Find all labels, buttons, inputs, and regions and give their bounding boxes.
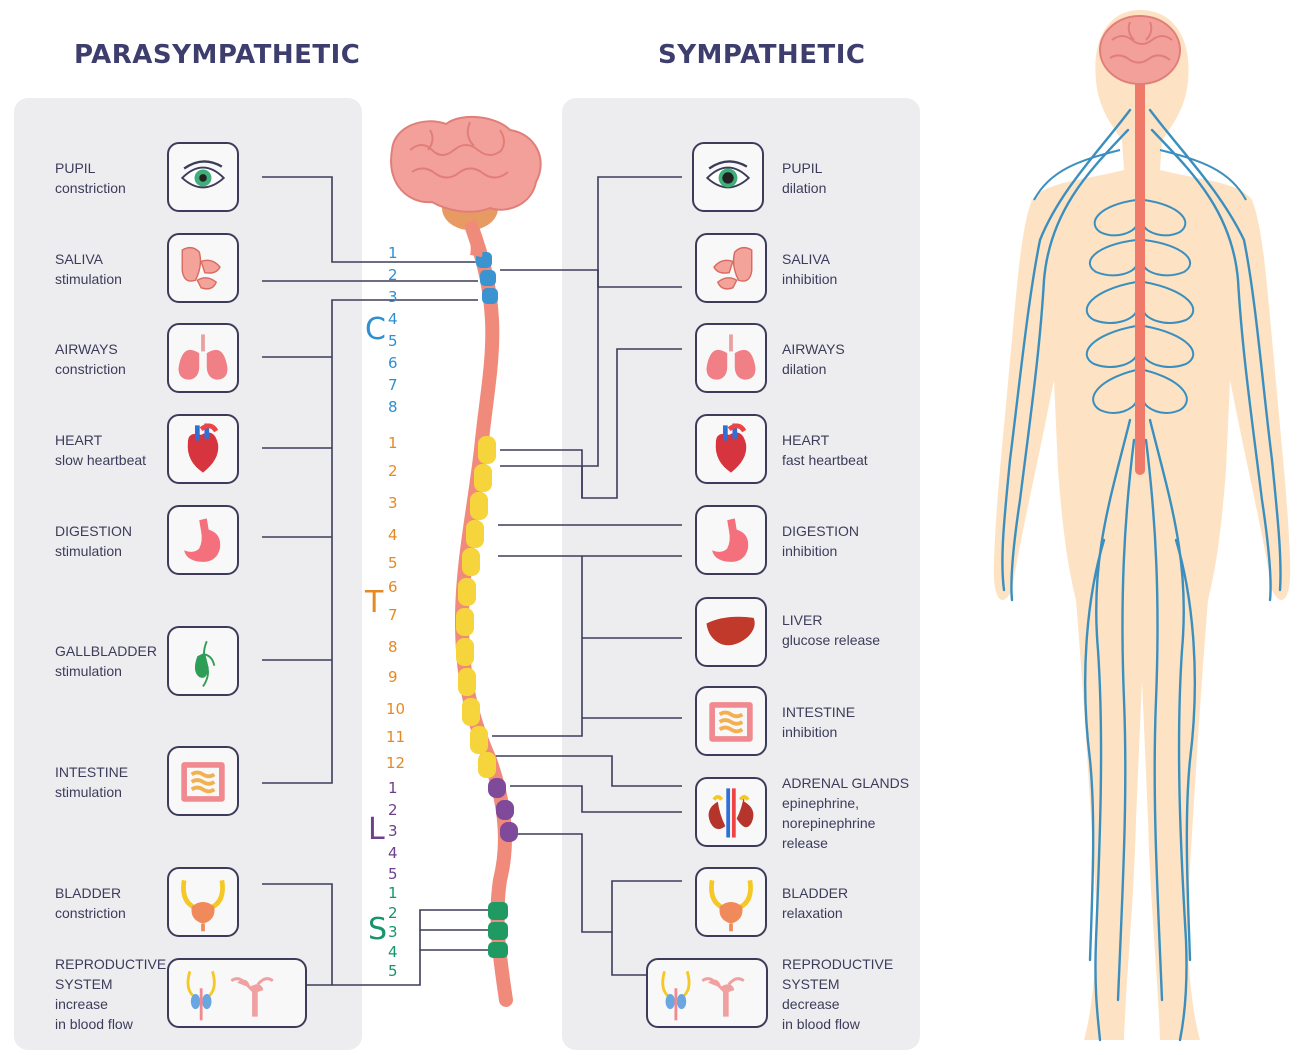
vertebra-t4: 4: [388, 526, 398, 544]
symp-salivary-gland-icon: [695, 233, 767, 303]
symp-liver-icon: [695, 597, 767, 667]
vertebra-s4: 4: [388, 943, 398, 961]
para-reproductive-icon: [167, 958, 307, 1028]
vertebra-t9: 9: [388, 668, 398, 686]
vertebra-c7: 7: [388, 376, 398, 394]
vertebra-l4: 4: [388, 844, 398, 862]
vertebra-t1: 1: [388, 434, 398, 452]
para-intestine-icon: [167, 746, 239, 816]
para-bladder-icon: [167, 867, 239, 937]
vertebra-t3: 3: [388, 494, 398, 512]
vertebra-l5: 5: [388, 865, 398, 883]
para-lungs-icon: [167, 323, 239, 393]
symp-bladder-icon: [695, 867, 767, 937]
vertebra-t8: 8: [388, 638, 398, 656]
vertebra-s5: 5: [388, 962, 398, 980]
brain-illustration: [391, 117, 541, 256]
symp-adrenal-glands-icon: [695, 777, 767, 847]
vertebra-c4: 4: [388, 310, 398, 328]
vertebra-c3: 3: [388, 288, 398, 306]
para-salivary-gland-icon: [167, 233, 239, 303]
vertebra-c6: 6: [388, 354, 398, 372]
region-letter-c: C: [365, 312, 386, 347]
region-letter-s: S: [368, 912, 387, 947]
para-heart-icon: [167, 414, 239, 484]
vertebra-t11: 11: [386, 728, 405, 746]
human-body-illustration: [994, 10, 1291, 1040]
vertebra-t10: 10: [386, 700, 405, 718]
para-stomach-icon: [167, 505, 239, 575]
vertebra-l2: 2: [388, 801, 398, 819]
vertebra-t5: 5: [388, 554, 398, 572]
vertebra-c1: 1: [388, 244, 398, 262]
vertebra-t12: 12: [386, 754, 405, 772]
vertebra-s2: 2: [388, 904, 398, 922]
region-letter-t: T: [365, 585, 383, 620]
vertebra-t7: 7: [388, 606, 398, 624]
symp-lungs-icon: [695, 323, 767, 393]
vertebra-c2: 2: [388, 266, 398, 284]
sympathetic-connectors: [492, 177, 682, 975]
vertebra-c8: 8: [388, 398, 398, 416]
vertebra-l3: 3: [388, 822, 398, 840]
vertebra-c5: 5: [388, 332, 398, 350]
spinal-cord: [456, 222, 518, 1000]
vertebra-s3: 3: [388, 923, 398, 941]
symp-intestine-icon: [695, 686, 767, 756]
vertebra-l1: 1: [388, 779, 398, 797]
vertebra-t2: 2: [388, 462, 398, 480]
para-gallbladder-icon: [167, 626, 239, 696]
para-eye-icon: [167, 142, 239, 212]
symp-eye-icon: [692, 142, 764, 212]
symp-reproductive-icon: [646, 958, 768, 1028]
symp-stomach-icon: [695, 505, 767, 575]
vertebra-t6: 6: [388, 578, 398, 596]
vertebra-s1: 1: [388, 884, 398, 902]
region-letter-l: L: [368, 812, 385, 847]
parasympathetic-connectors: [262, 177, 490, 985]
symp-heart-icon: [695, 414, 767, 484]
